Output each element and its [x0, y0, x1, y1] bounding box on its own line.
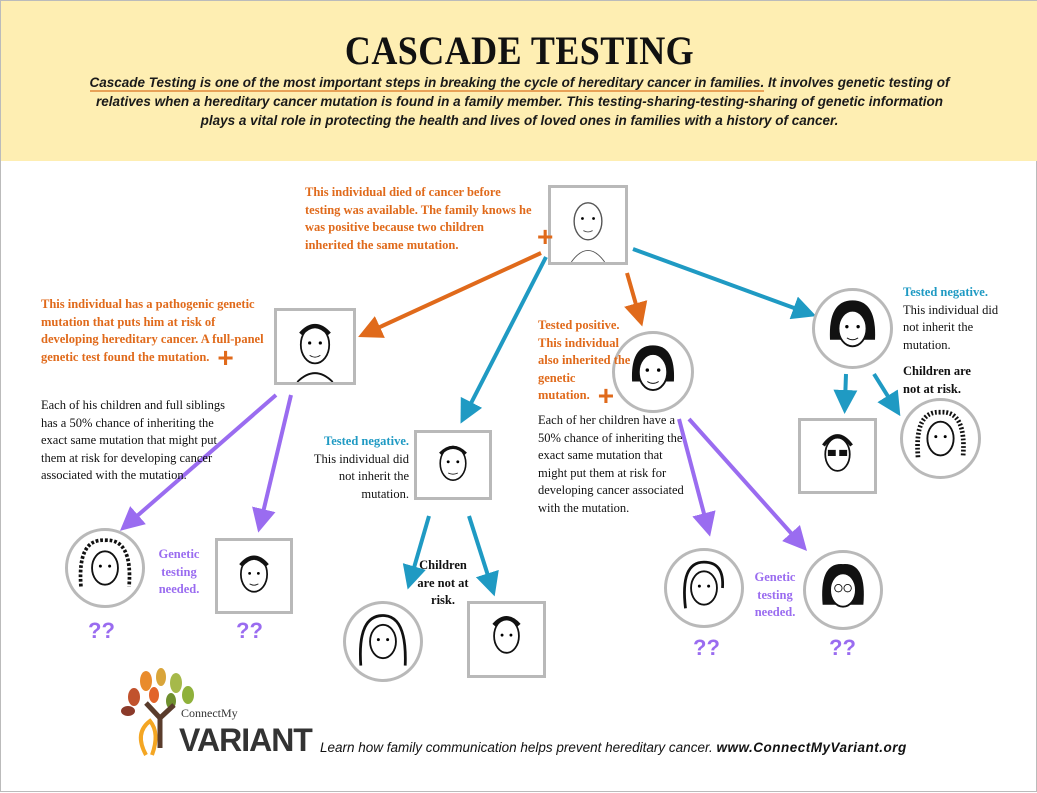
face-icon	[296, 323, 334, 383]
portrait-grandchild-8	[900, 398, 981, 479]
intro-paragraph: Cascade Testing is one of the most impor…	[81, 73, 958, 130]
unknown-status: ??	[829, 635, 856, 660]
portrait-grandchild-3	[343, 601, 423, 682]
positive-marker: +	[597, 380, 615, 411]
tagline: Learn how family communication helps pre…	[320, 740, 713, 755]
unknown-status: ??	[236, 618, 263, 643]
intro-rest: It involves genetic testing of relatives…	[96, 75, 950, 128]
arrow-to-grandchild	[119, 393, 278, 531]
face-icon	[492, 616, 521, 654]
face-icon	[78, 538, 132, 587]
arrow-to-grandchild	[687, 417, 807, 551]
portrait-son	[274, 308, 356, 385]
arrow-to-grandchild	[402, 515, 431, 590]
arrow-to-daughter	[624, 272, 648, 327]
positive-marker: +	[537, 221, 554, 252]
genetic-testing-needed-left: Genetic testing needed.	[158, 547, 200, 596]
website-link[interactable]: www.ConnectMyVariant.org	[716, 740, 907, 755]
logo-text-small: ConnectMy	[181, 706, 238, 720]
daughter2-children-note: Children are not at risk.	[903, 364, 971, 396]
son-children-note: Each of his children and full siblings h…	[41, 398, 225, 482]
portrait-grandfather	[548, 185, 628, 265]
face-icon	[239, 555, 269, 593]
portrait-son2	[414, 430, 492, 500]
daughter-children-note: Each of her children have a 50% chance o…	[538, 413, 684, 515]
portrait-grandchild-6	[803, 550, 883, 630]
face-icon	[439, 445, 467, 481]
genetic-testing-needed-right: Genetic testing needed.	[754, 570, 796, 619]
daughter-status: Tested positive.	[538, 318, 620, 332]
son-note: This individual has a pathogenic genetic…	[41, 297, 264, 364]
face-icon	[822, 564, 864, 608]
portrait-grandchild-5	[664, 548, 744, 628]
face-icon	[570, 202, 606, 263]
arrow-to-grandchild	[872, 372, 901, 417]
daughter2-status: Tested negative.	[903, 285, 988, 299]
portrait-grandchild-4	[467, 601, 546, 678]
arrow-to-grandchild	[677, 418, 716, 537]
son2-children-note: Children are not at risk.	[417, 558, 469, 607]
tree-logo-icon	[121, 668, 194, 756]
daughter2-note-block: Tested negative. This individual did not…	[903, 284, 1003, 354]
face-icon	[829, 300, 876, 348]
face-icon	[358, 614, 407, 666]
portrait-grandchild-7	[798, 418, 877, 494]
face-icon	[822, 434, 853, 472]
logo-text-big: VARIANT	[179, 722, 313, 758]
unknown-status: ??	[88, 618, 115, 643]
portrait-grandchild-2	[215, 538, 293, 614]
daughter-note-block: Tested positive. This individual also in…	[538, 317, 633, 410]
daughter-note: This individual also inherited the genet…	[538, 335, 631, 403]
son-note-block: This individual has a pathogenic genetic…	[41, 296, 276, 371]
unknown-status: ??	[693, 635, 720, 660]
page-title: CASCADE TESTING	[344, 28, 695, 73]
face-icon	[631, 345, 675, 391]
grandfather-note: This individual died of cancer before te…	[305, 185, 532, 252]
portrait-daughter2	[812, 288, 893, 369]
son2-note: This individual did not inherit the muta…	[313, 451, 409, 501]
daughter2-note: This individual did not inherit the muta…	[903, 302, 999, 352]
face-icon	[915, 409, 966, 458]
portrait-daughter	[612, 331, 694, 413]
portrait-grandchild-1	[65, 528, 145, 608]
footer-tagline: Learn how family communication helps pre…	[320, 740, 907, 755]
arrow-to-grandchild	[467, 515, 499, 597]
arrow-to-daughter2	[632, 247, 817, 320]
arrow-to-son2	[460, 256, 548, 424]
arrow-to-grandchild	[252, 394, 293, 533]
son2-status: Tested negative.	[324, 434, 409, 448]
face-icon	[683, 560, 725, 609]
intro-underlined: Cascade Testing is one of the most impor…	[89, 75, 765, 92]
arrow-to-son	[358, 251, 542, 338]
arrow-to-grandchild	[833, 373, 858, 414]
son2-note-block: Tested negative. This individual did not…	[309, 433, 409, 503]
header-banner: CASCADE TESTING Cascade Testing is one o…	[1, 1, 1037, 161]
positive-marker: +	[217, 341, 234, 373]
